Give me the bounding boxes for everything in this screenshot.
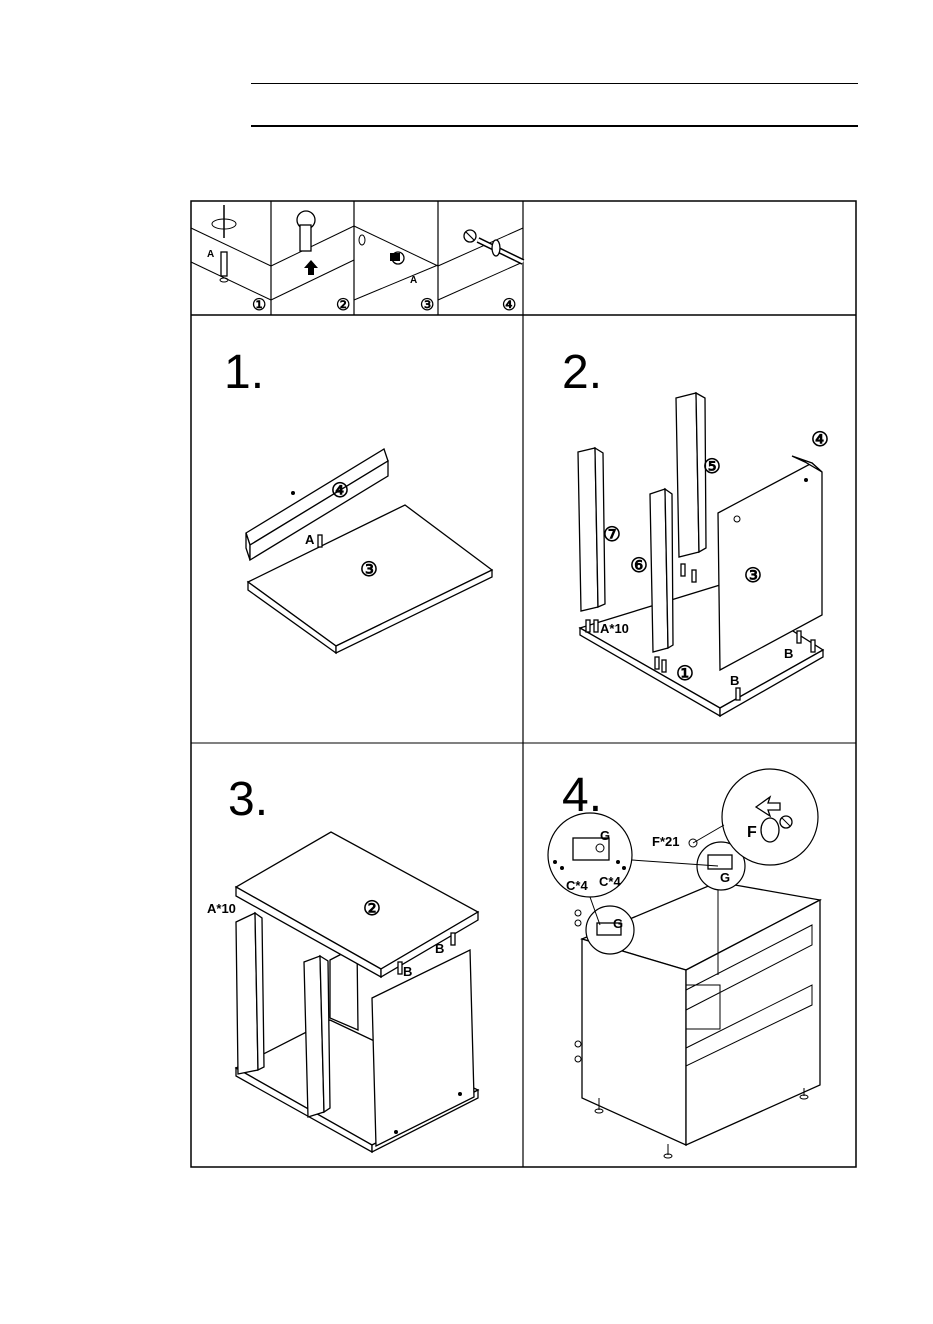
step-1-panel: 1. A ④ ③ <box>224 346 492 653</box>
step-1-label: 1. <box>224 346 264 399</box>
g-label-1: G <box>600 828 610 843</box>
step-1-part-4: ④ <box>331 480 349 502</box>
step-2-part-5: ⑤ <box>703 456 721 478</box>
zoom-bracket-top-left: G C*4 C*4 <box>548 813 632 897</box>
step-2-callout-b-right: B <box>784 646 793 661</box>
step-2-part-6: ⑥ <box>630 555 648 577</box>
c4-label-2: C*4 <box>599 874 621 889</box>
f-label-zoom: F <box>747 824 757 841</box>
step-1-part-3: ③ <box>360 559 378 581</box>
tip-2-number: ② <box>336 297 350 314</box>
tip-panel-3: A ③ <box>354 226 438 314</box>
f21-label: F*21 <box>652 834 679 849</box>
screwdriver-icon <box>212 205 236 238</box>
g-label-3: G <box>613 916 623 931</box>
step-3-callout-b-right: B <box>435 941 444 956</box>
tip-1-number: ① <box>252 297 266 314</box>
post-part-7 <box>578 448 605 611</box>
cam-lock-icon <box>390 252 404 264</box>
step-3-part-2: ② <box>363 898 381 920</box>
tip-1-hardware-label: A <box>207 249 214 260</box>
zoom-cover-cap: F <box>722 769 818 865</box>
arrow-up-icon <box>304 260 318 275</box>
step-2-callout-b-left: B <box>730 673 739 688</box>
tip-panel-1: A ① <box>191 205 271 314</box>
step-3-callout-b-left: B <box>403 964 412 979</box>
step-2-part-4: ④ <box>811 429 829 451</box>
g-label-2: G <box>720 870 730 885</box>
cam-dowel-icon <box>220 252 228 282</box>
zoom-bracket-bottom: G <box>586 906 634 954</box>
step-2-part-3: ③ <box>744 565 762 587</box>
post-part-6 <box>650 489 673 652</box>
tip-panel-4: ④ <box>438 228 523 314</box>
post-part-5 <box>676 393 706 557</box>
tip-4-number: ④ <box>502 297 516 314</box>
cam-lock-insert-icon <box>297 211 315 251</box>
tip-3-number: ③ <box>420 297 434 314</box>
step-2-callout-a10: A*10 <box>600 621 629 636</box>
step-2-panel: 2. <box>562 346 829 716</box>
screwdriver-tighten-icon <box>464 230 523 262</box>
step-3-panel: 3. ② A*10 B B <box>207 773 478 1152</box>
c4-label-1: C*4 <box>566 878 588 893</box>
step-4-panel: 4. G C*4 C*4 <box>548 769 820 1158</box>
side-panel-part-3 <box>718 456 822 670</box>
step-3-label: 3. <box>228 773 268 826</box>
step-2-label: 2. <box>562 346 602 399</box>
step-2-part-1: ① <box>676 663 694 685</box>
step-2-part-7: ⑦ <box>603 524 621 546</box>
tip-3-hardware-label: A <box>410 275 417 286</box>
tip-panel-2: ② <box>271 211 354 314</box>
cover-cap-icon <box>761 818 779 842</box>
cam-dowel-icon <box>318 535 322 547</box>
step-1-callout-a: A <box>305 532 315 547</box>
step-3-callout-a10: A*10 <box>207 901 236 916</box>
